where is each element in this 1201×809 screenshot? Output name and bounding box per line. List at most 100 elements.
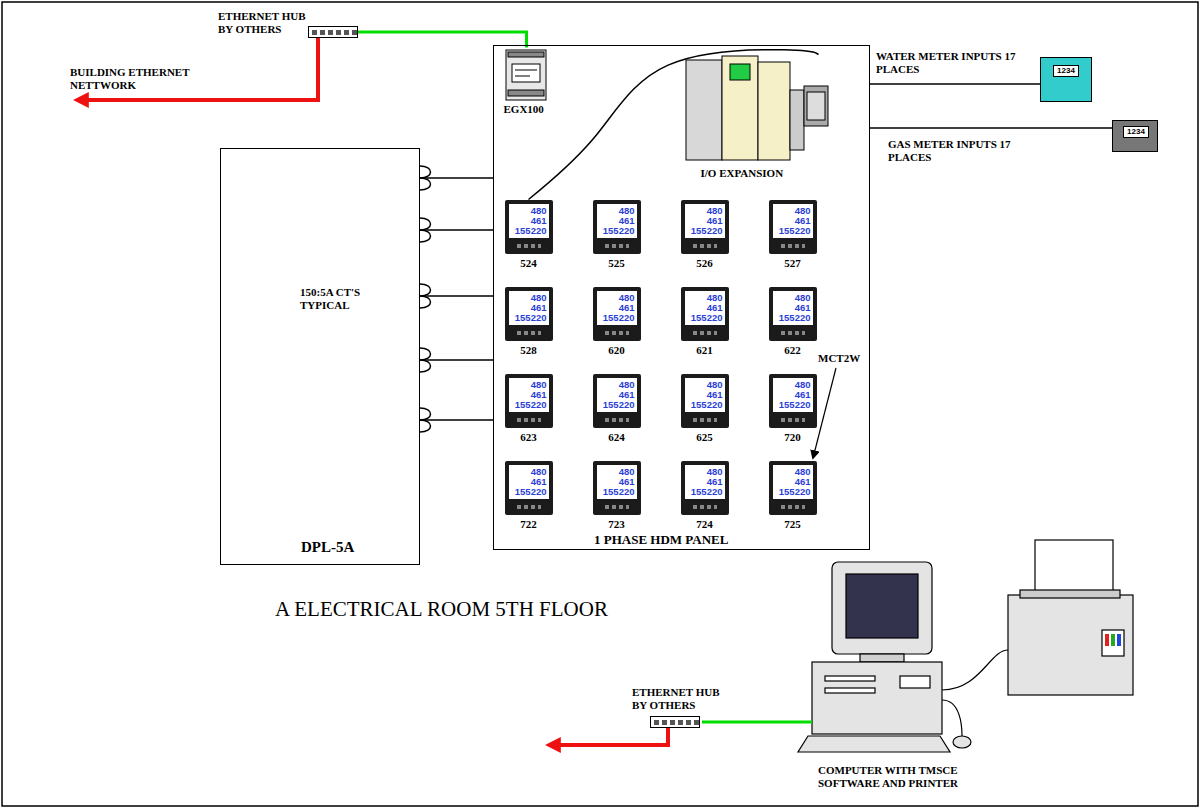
text-holder: 155220 (509, 400, 547, 410)
text-holder: 1 PHASE HDM PANEL (594, 532, 728, 547)
meter-reading: 461 (773, 477, 811, 487)
meter-reading: 155220 (685, 400, 723, 410)
computer-station: COMPUTER WITH TMSCE SOFTWARE AND PRINTER (812, 555, 1027, 797)
text-holder: 461 (597, 477, 635, 487)
power-meter: 480461155220625 (681, 374, 729, 428)
meter-buttons (693, 505, 717, 509)
meter-reading: 461 (685, 303, 723, 313)
meter-number: 526 (675, 257, 735, 270)
text-holder: 623 (499, 431, 559, 444)
meter-reading: 461 (509, 303, 547, 313)
text-holder: 525 (587, 257, 647, 270)
text-holder: 155220 (773, 313, 811, 323)
device-label: COMPUTER WITH TMSCE SOFTWARE AND PRINTER (818, 764, 988, 790)
meter-reading: 155220 (685, 487, 723, 497)
panel-title: 1 PHASE HDM PANEL (594, 532, 728, 547)
meter-number: 527 (763, 257, 823, 270)
text-holder: 480 (597, 467, 635, 477)
text-holder: 723 (587, 518, 647, 531)
text-holder: 621 (675, 344, 735, 357)
power-meter: 480461155220723 (593, 461, 641, 515)
text-holder: 724 (675, 518, 735, 531)
text-holder: 155220 (597, 313, 635, 323)
meter-reading: 480 (597, 206, 635, 216)
signal-wire (529, 50, 819, 200)
text-holder: 528 (499, 344, 559, 357)
text-holder: 480 (509, 206, 547, 216)
signal-wire (870, 83, 1040, 85)
text-holder: COMPUTER WITH TMSCE SOFTWARE AND PRINTER (818, 764, 988, 790)
meter-buttons (693, 418, 717, 422)
text-holder: 155220 (509, 226, 547, 236)
text-holder: 480 (509, 467, 547, 477)
meter-reading: 155220 (597, 487, 635, 497)
device-label: I/O EXPANSION (701, 167, 784, 180)
meter-screen: 480461155220 (685, 465, 725, 499)
text-holder: 461 (509, 303, 547, 313)
signal-wire (420, 359, 493, 361)
meter-reading: 480 (773, 293, 811, 303)
power-meter: 480461155220622 (769, 287, 817, 341)
meter-reading: 480 (685, 467, 723, 477)
text-holder: 480 (509, 293, 547, 303)
meter-reading: 480 (597, 467, 635, 477)
text-holder: 622 (763, 344, 823, 357)
meter-number: 720 (763, 431, 823, 444)
meter-screen: 480461155220 (597, 465, 637, 499)
power-meter: 480461155220720 (769, 374, 817, 428)
text-holder: 461 (773, 390, 811, 400)
text-holder: 155220 (773, 226, 811, 236)
meter-reading: 461 (509, 216, 547, 226)
text-holder: I/O EXPANSION (701, 167, 784, 180)
text-holder: 480 (773, 293, 811, 303)
meter-reading: 155220 (685, 226, 723, 236)
text-holder: EGX100 (504, 103, 544, 116)
meter-buttons (605, 505, 629, 509)
signal-wire (420, 419, 493, 421)
meter-screen: 480461155220 (597, 378, 637, 412)
text-holder: 461 (685, 303, 723, 313)
meter-reading: 155220 (509, 487, 547, 497)
text-holder: 150:5A CT'S TYPICAL (300, 286, 400, 312)
text-holder: 480 (685, 293, 723, 303)
egx100-device (506, 50, 546, 100)
meter-buttons (605, 244, 629, 248)
meter-reading: 155220 (773, 226, 811, 236)
network-arrow (556, 728, 668, 745)
power-meter: 480461155220526 (681, 200, 729, 254)
meter-number: 624 (587, 431, 647, 444)
meter-reading: 480 (685, 380, 723, 390)
meter-buttons (693, 244, 717, 248)
meter-buttons (517, 418, 541, 422)
input-note: WATER METER INPUTS 17 PLACES (876, 50, 1038, 76)
power-meter: 480461155220624 (593, 374, 641, 428)
meter-reading: 480 (597, 293, 635, 303)
meter-reading: 155220 (597, 400, 635, 410)
text-holder: 155220 (685, 226, 723, 236)
meter-number: 724 (675, 518, 735, 531)
text-holder: A ELECTRICAL ROOM 5TH FLOOR (275, 597, 608, 621)
meter-buttons (781, 505, 805, 509)
meter-screen: 480461155220 (509, 204, 549, 238)
meter-screen: 480461155220 (597, 291, 637, 325)
meter-reading: 461 (509, 390, 547, 400)
water-meter: 1234 (1040, 57, 1092, 102)
power-meter: 480461155220722 (505, 461, 553, 515)
ethernet-hub: ETHERNET HUB BY OTHERS (632, 686, 702, 730)
text-holder: 720 (763, 431, 823, 444)
meter-buttons (517, 505, 541, 509)
printer (1008, 540, 1133, 695)
meter-screen: 480461155220 (773, 465, 813, 499)
power-meter: 480461155220725 (769, 461, 817, 515)
text-holder: 461 (685, 390, 723, 400)
meter-buttons (781, 244, 805, 248)
meter-number: 722 (499, 518, 559, 531)
text-holder: 722 (499, 518, 559, 531)
text-holder: DPL-5A (301, 539, 354, 556)
text-holder: 1234 (1053, 65, 1079, 77)
text-holder: 527 (763, 257, 823, 270)
meter-reading: 155220 (509, 313, 547, 323)
text-holder: 480 (509, 380, 547, 390)
meter-reading: 155220 (597, 313, 635, 323)
text-holder: 155220 (773, 487, 811, 497)
